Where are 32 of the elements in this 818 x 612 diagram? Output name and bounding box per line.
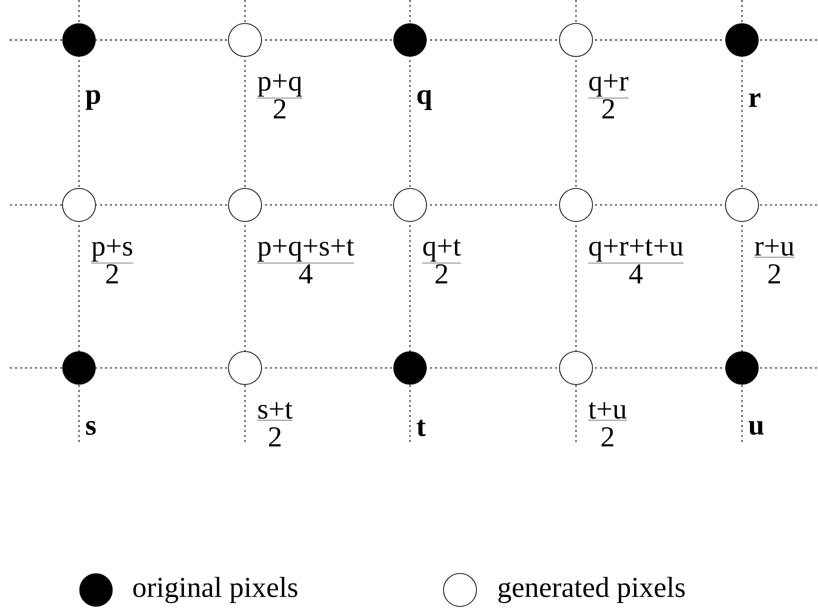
fraction-label: p+q 2 xyxy=(257,74,303,118)
fraction-label: t+u 2 xyxy=(588,402,628,446)
legend-label: generated pixels xyxy=(498,576,685,604)
pixel-dot xyxy=(725,23,759,57)
fraction-label: q+r+t+u 4 xyxy=(588,239,684,284)
pixel-dot xyxy=(559,351,593,385)
pixel-dot xyxy=(559,188,593,222)
pixel-dot xyxy=(228,188,262,222)
fraction-label: s+t 2 xyxy=(257,402,293,446)
pixel-dot xyxy=(393,351,427,385)
pixel-dot xyxy=(393,188,427,222)
letter-label: p xyxy=(86,90,100,110)
pixel-dot xyxy=(62,23,96,57)
letter-label: t xyxy=(416,420,426,436)
pixel-dot xyxy=(62,351,96,385)
letter-label: r xyxy=(748,93,760,107)
letter-label: u xyxy=(748,421,764,435)
pixel-dot xyxy=(393,23,427,57)
pixel-dot xyxy=(228,23,262,57)
pixel-dot xyxy=(725,188,759,222)
pixel-dot xyxy=(725,351,759,385)
fraction-label: r+u 2 xyxy=(754,239,795,284)
pixel-dot xyxy=(62,188,96,222)
fraction-label: p+q+s+t 4 xyxy=(257,239,354,284)
pixel-dot xyxy=(559,23,593,57)
fraction-label: q+t 2 xyxy=(422,239,462,284)
pixel-dot xyxy=(228,351,262,385)
letter-label: q xyxy=(417,90,432,110)
legend-label: original pixels xyxy=(133,576,298,604)
fraction-label: q+r 2 xyxy=(588,74,629,118)
letter-label: s xyxy=(86,421,96,435)
fraction-label: p+s 2 xyxy=(91,239,134,284)
